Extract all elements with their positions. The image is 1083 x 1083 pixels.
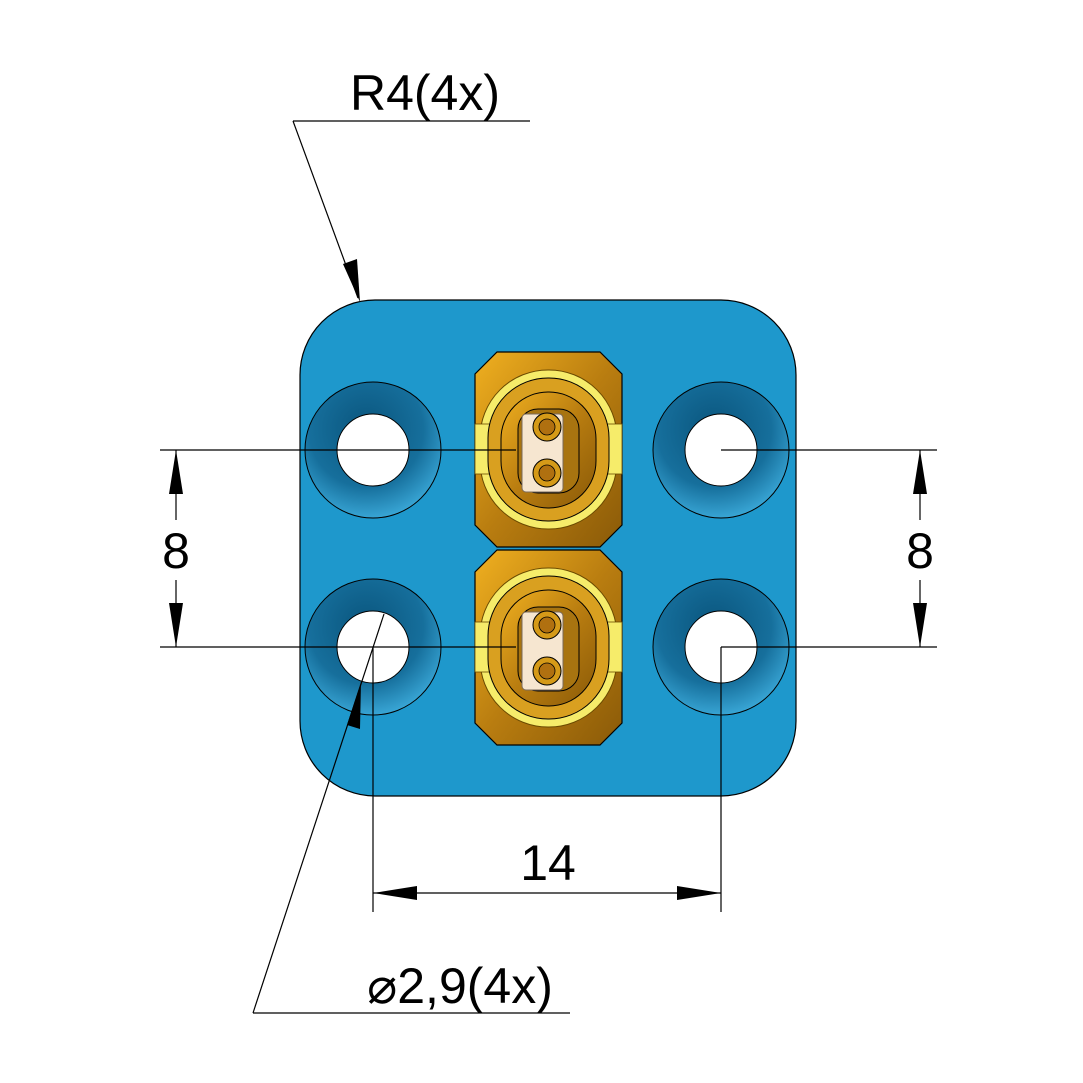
- dimension-vertical-right: 8: [906, 450, 934, 647]
- diameter-callout: ⌀2,9(4x): [252, 613, 570, 1014]
- dimension-horizontal: 14: [373, 835, 721, 900]
- radius-callout: R4(4x): [292, 65, 530, 302]
- dimension-label-horizontal: 14: [520, 835, 576, 891]
- dimension-label-left: 8: [162, 523, 190, 579]
- radius-label: R4(4x): [350, 65, 500, 121]
- dimension-vertical-left: 8: [162, 450, 190, 647]
- extension-lines: [160, 449, 937, 912]
- diameter-label: ⌀2,9(4x): [367, 958, 553, 1014]
- dimension-label-right: 8: [906, 523, 934, 579]
